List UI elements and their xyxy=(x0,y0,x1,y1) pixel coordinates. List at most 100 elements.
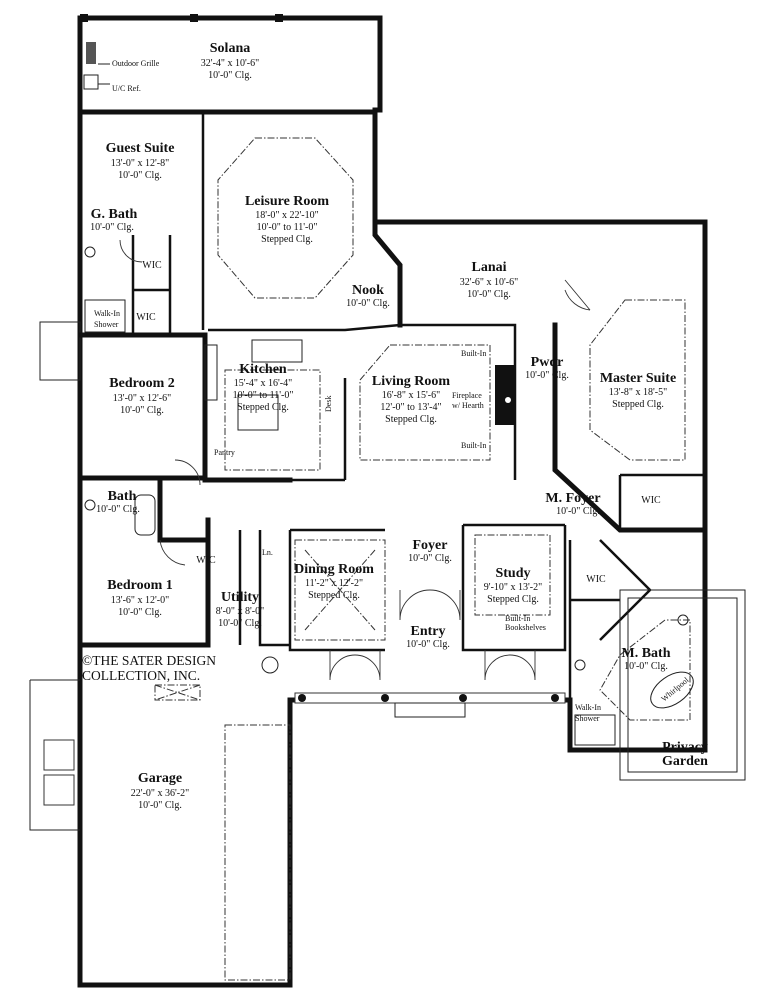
nook-name: Nook xyxy=(352,283,384,298)
fixtures xyxy=(83,42,694,746)
dining-room-ceiling: Stepped Clg. xyxy=(308,590,360,601)
lanai-size: 32'-6" x 10'-6" xyxy=(460,277,518,288)
built-in-label: Built-In xyxy=(461,349,486,358)
guest-suite-ceiling: 10'-0" Clg. xyxy=(118,170,162,181)
m-foyer-name: M. Foyer xyxy=(545,491,600,506)
kitchen-island xyxy=(237,394,279,431)
leisure-room-name: Leisure Room xyxy=(245,194,329,209)
utility-ceiling: 10'-0" Clg. xyxy=(218,618,262,629)
walk-in-label: Walk-In xyxy=(94,309,120,318)
pwdr-ceiling: 10'-0" Clg. xyxy=(525,370,569,381)
g-bath-ceiling: 10'-0" Clg. xyxy=(90,222,134,233)
foyer-ceiling: 10'-0" Clg. xyxy=(408,553,452,564)
ceiling-outlines xyxy=(154,137,691,981)
kitchen-size: 15'-4" x 16'-4" xyxy=(234,378,292,389)
living-room-size: 16'-8" x 15'-6" xyxy=(382,390,440,401)
bedroom-1-size: 13'-6" x 12'-0" xyxy=(111,595,169,606)
bath-name: Bath xyxy=(108,489,137,504)
living-room-name: Living Room xyxy=(372,374,451,389)
kitchen-sink-icon xyxy=(251,339,303,363)
sink-icon xyxy=(84,246,96,258)
bookshelves-label-2: Bookshelves xyxy=(505,623,546,632)
solana-size: 32'-4" x 10'-6" xyxy=(201,58,259,69)
sink-icon xyxy=(84,499,96,511)
front-windows xyxy=(294,692,566,718)
sink-icon xyxy=(574,659,586,671)
leisure-room-ceiling: 10'-0" to 11'-0" xyxy=(257,222,318,233)
master-suite-name: Master Suite xyxy=(600,371,676,386)
bedroom-1-name: Bedroom 1 xyxy=(107,578,172,593)
uc-ref-label: U/C Ref. xyxy=(112,84,141,93)
solana-name: Solana xyxy=(210,41,250,56)
master-suite-ceiling: Stepped Clg. xyxy=(612,399,664,410)
nook-ceiling: 10'-0" Clg. xyxy=(346,298,390,309)
dining-room-size: 11'-2" x 12'-2" xyxy=(305,578,363,589)
wic-label: WIC xyxy=(142,260,162,271)
study-ceiling: Stepped Clg. xyxy=(487,594,539,605)
walk-in-shower-guest xyxy=(84,299,126,333)
pantry-label: Pantry xyxy=(214,448,235,457)
wic-label: WIC xyxy=(196,555,216,566)
guest-suite-name: Guest Suite xyxy=(106,141,175,156)
copyright-line-2: COLLECTION, INC. xyxy=(82,668,200,683)
sink-icon xyxy=(677,614,689,626)
master-suite-size: 13'-8" x 18'-5" xyxy=(609,387,667,398)
living-room-ceiling2: Stepped Clg. xyxy=(385,414,437,425)
bath-ceiling: 10'-0" Clg. xyxy=(96,504,140,515)
whirlpool-tub-icon xyxy=(650,671,694,709)
entry-name: Entry xyxy=(411,624,446,639)
shower-label: Shower xyxy=(575,714,600,723)
doors xyxy=(119,239,591,681)
m-foyer-ceiling: 10'-0" Clg. xyxy=(556,506,600,517)
desk-label: Desk xyxy=(324,396,333,412)
dining-room-name: Dining Room xyxy=(294,562,374,577)
study-size: 9'-10" x 13'-2" xyxy=(484,582,542,593)
g-bath-name: G. Bath xyxy=(91,207,138,222)
pwdr-name: Pwdr xyxy=(531,355,564,370)
hearth-label: w/ Hearth xyxy=(452,401,484,410)
m-bath-name: M. Bath xyxy=(622,646,671,661)
room-labels: Solana 32'-4" x 10'-6" 10'-0" Clg. Outdo… xyxy=(82,41,708,811)
lanai-name: Lanai xyxy=(471,260,506,275)
range-icon xyxy=(204,344,218,401)
interior-walls xyxy=(77,107,746,781)
privacy-garden-name: Privacy xyxy=(662,740,708,755)
wic-label: WIC xyxy=(641,495,661,506)
garage-name: Garage xyxy=(138,771,182,786)
living-room-ceiling: 12'-0" to 13'-4" xyxy=(380,402,441,413)
fireplace-label: Fireplace xyxy=(452,391,482,400)
bookshelves-label: Built-In xyxy=(505,614,530,623)
leisure-room-ceiling2: Stepped Clg. xyxy=(261,234,313,245)
walk-in-shower-master xyxy=(574,714,616,746)
built-in-label: Built-In xyxy=(461,441,486,450)
refrigerator-icon xyxy=(83,74,99,90)
entry-ceiling: 10'-0" Clg. xyxy=(406,639,450,650)
linen-label: Ln. xyxy=(262,548,273,557)
kitchen-ceiling: 10'-0" to 11'-0" xyxy=(233,390,294,401)
shower-label: Shower xyxy=(94,320,119,329)
kitchen-ceiling2: Stepped Clg. xyxy=(237,402,289,413)
privacy-garden-name-2: Garden xyxy=(662,754,708,769)
bedroom-2-name: Bedroom 2 xyxy=(109,376,174,391)
foyer-name: Foyer xyxy=(413,538,448,553)
lanai-ceiling: 10'-0" Clg. xyxy=(467,289,511,300)
study-name: Study xyxy=(495,566,530,581)
leisure-room-size: 18'-0" x 22'-10" xyxy=(255,210,318,221)
wic-label: WIC xyxy=(136,312,156,323)
whirlpool-label: Whirlpool xyxy=(660,675,692,704)
outdoor-grille-label: Outdoor Grille xyxy=(112,59,160,68)
fireplace-icon xyxy=(495,365,515,425)
utility-name: Utility xyxy=(221,590,259,605)
outdoor-grille-icon xyxy=(86,42,96,64)
bathtub-icon xyxy=(134,494,156,536)
utility-size: 8'-0" x 8'-0" xyxy=(216,606,264,617)
bedroom-1-ceiling: 10'-0" Clg. xyxy=(118,607,162,618)
walk-in-label: Walk-In xyxy=(575,703,601,712)
solana-ceiling: 10'-0" Clg. xyxy=(208,70,252,81)
garage-ceiling: 10'-0" Clg. xyxy=(138,800,182,811)
copyright-line-1: ©THE SATER DESIGN xyxy=(82,653,216,668)
bedroom-2-size: 13'-0" x 12'-6" xyxy=(113,393,171,404)
garage-size: 22'-0" x 36'-2" xyxy=(131,788,189,799)
guest-suite-size: 13'-0" x 12'-8" xyxy=(111,158,169,169)
